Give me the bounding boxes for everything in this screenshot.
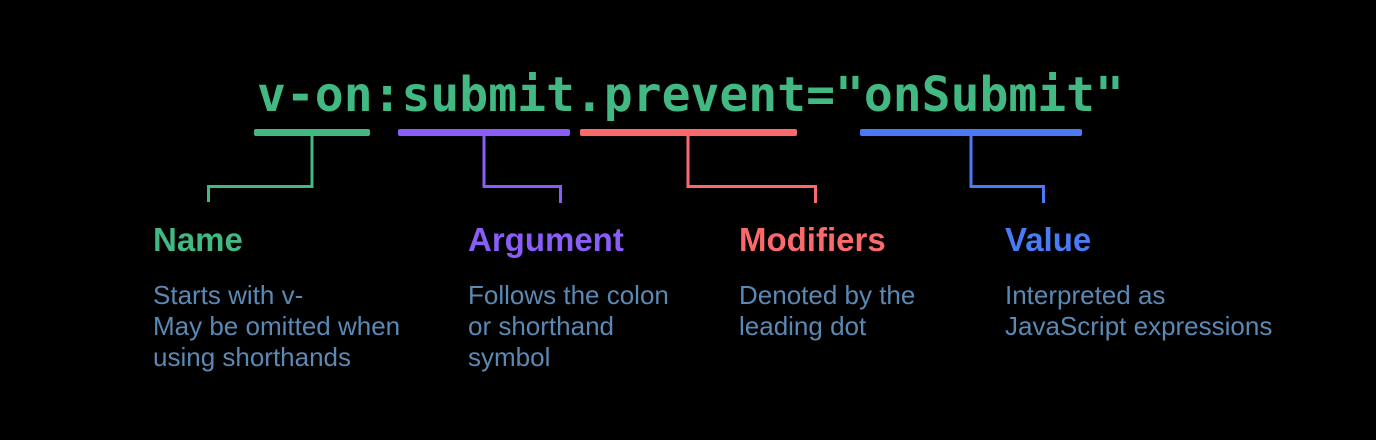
- name-connector-line: [207, 136, 314, 202]
- description-line: Starts with v-: [153, 280, 304, 310]
- description-line: Interpreted as: [1005, 280, 1166, 310]
- name-label: Name: [153, 221, 243, 258]
- description-line: or shorthand: [468, 311, 614, 341]
- name-underline-bar: [254, 129, 370, 136]
- description-line: using shorthands: [153, 342, 352, 372]
- modifiers-description: Denoted by the leading dot: [739, 280, 915, 342]
- argument-connector-line: [482, 136, 562, 203]
- code-snippet: v-on:submit.prevent="onSubmit": [257, 67, 1124, 123]
- modifiers-underline-bar: [580, 129, 797, 136]
- argument-label: Argument: [468, 221, 624, 258]
- description-line: symbol: [468, 342, 551, 372]
- description-line: Follows the colon: [468, 280, 669, 310]
- description-line: leading dot: [739, 311, 867, 341]
- name-description: Starts with v- May be omitted when using…: [153, 280, 400, 373]
- argument-underline-bar: [398, 129, 570, 136]
- description-line: May be omitted when: [153, 311, 401, 341]
- value-connector-line: [969, 136, 1045, 203]
- description-line: JavaScript expressions: [1005, 311, 1273, 341]
- description-line: Denoted by the: [739, 280, 916, 310]
- modifiers-connector-line: [686, 136, 817, 203]
- value-label: Value: [1005, 221, 1092, 258]
- argument-description: Follows the colon or shorthand symbol: [468, 280, 669, 373]
- value-description: Interpreted as JavaScript expressions: [1005, 280, 1272, 342]
- modifiers-label: Modifiers: [739, 221, 886, 258]
- value-underline-bar: [860, 129, 1082, 136]
